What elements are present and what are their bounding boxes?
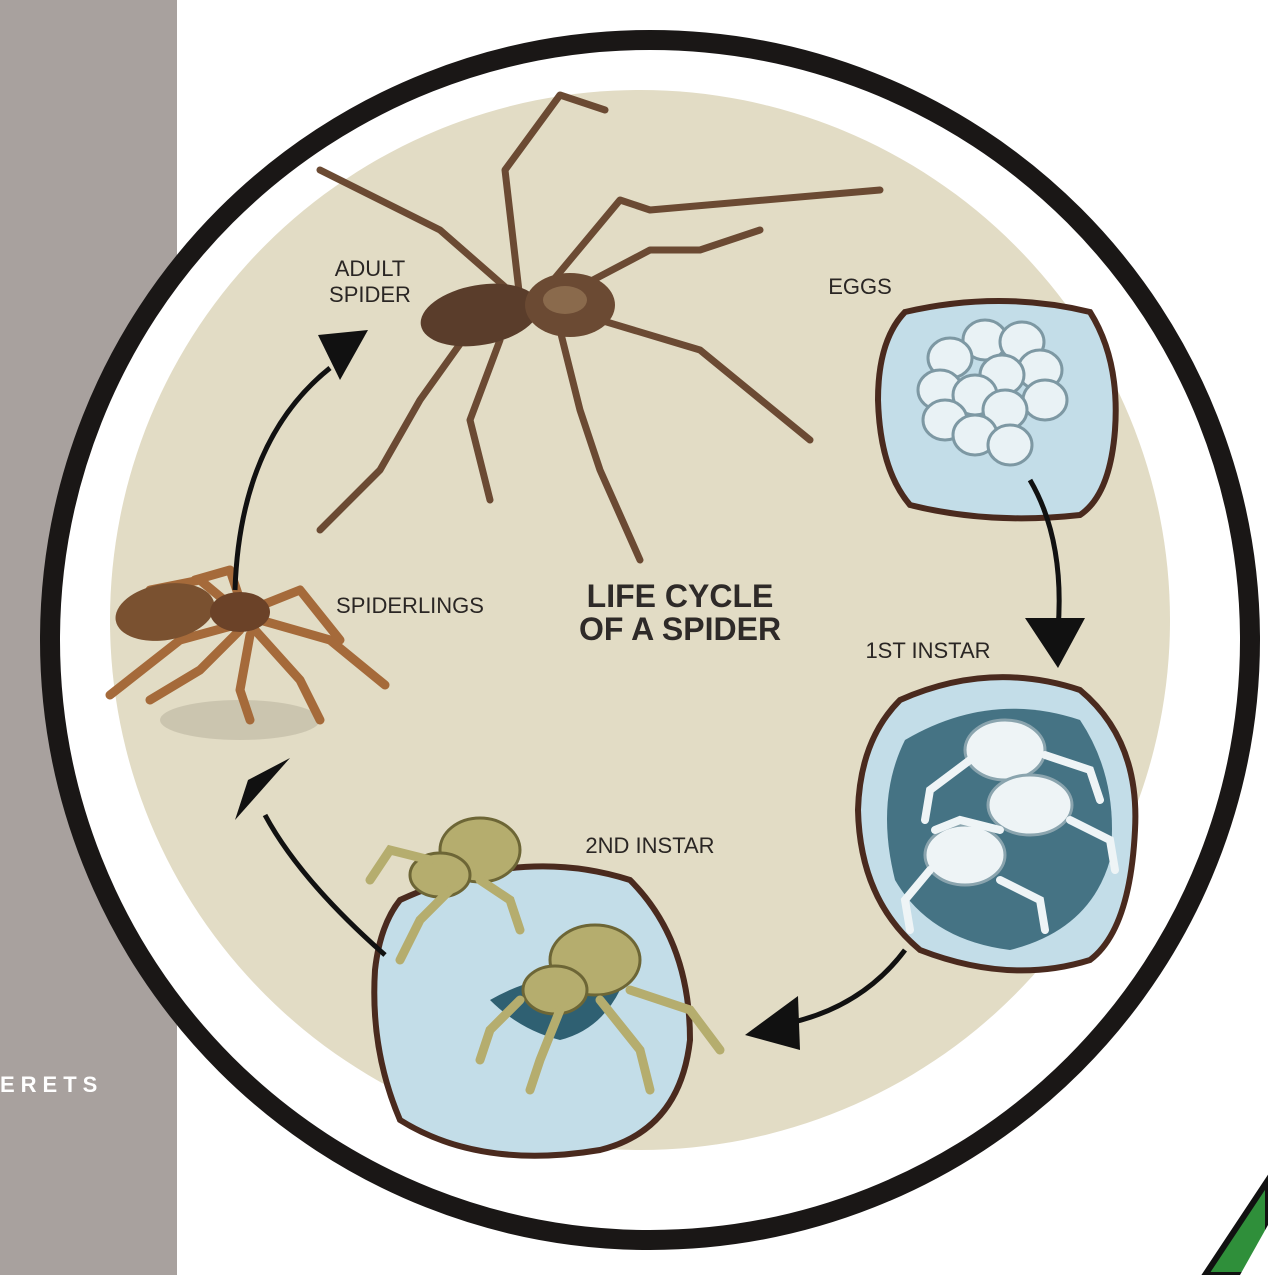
diagram-title: LIFE CYCLE OF A SPIDER [560,580,800,646]
first-instar-bubble [858,677,1135,970]
adult-spider-label: ADULT SPIDER [315,256,425,308]
first-instar-label: 1ST INSTAR [858,638,998,664]
second-instar-label: 2ND INSTAR [575,833,725,859]
green-corner-decoration [1205,1180,1268,1275]
spiderlings-label: SPIDERLINGS [330,593,490,619]
eggs-bubble [878,301,1116,518]
eggs-label: EGGS [815,274,905,300]
